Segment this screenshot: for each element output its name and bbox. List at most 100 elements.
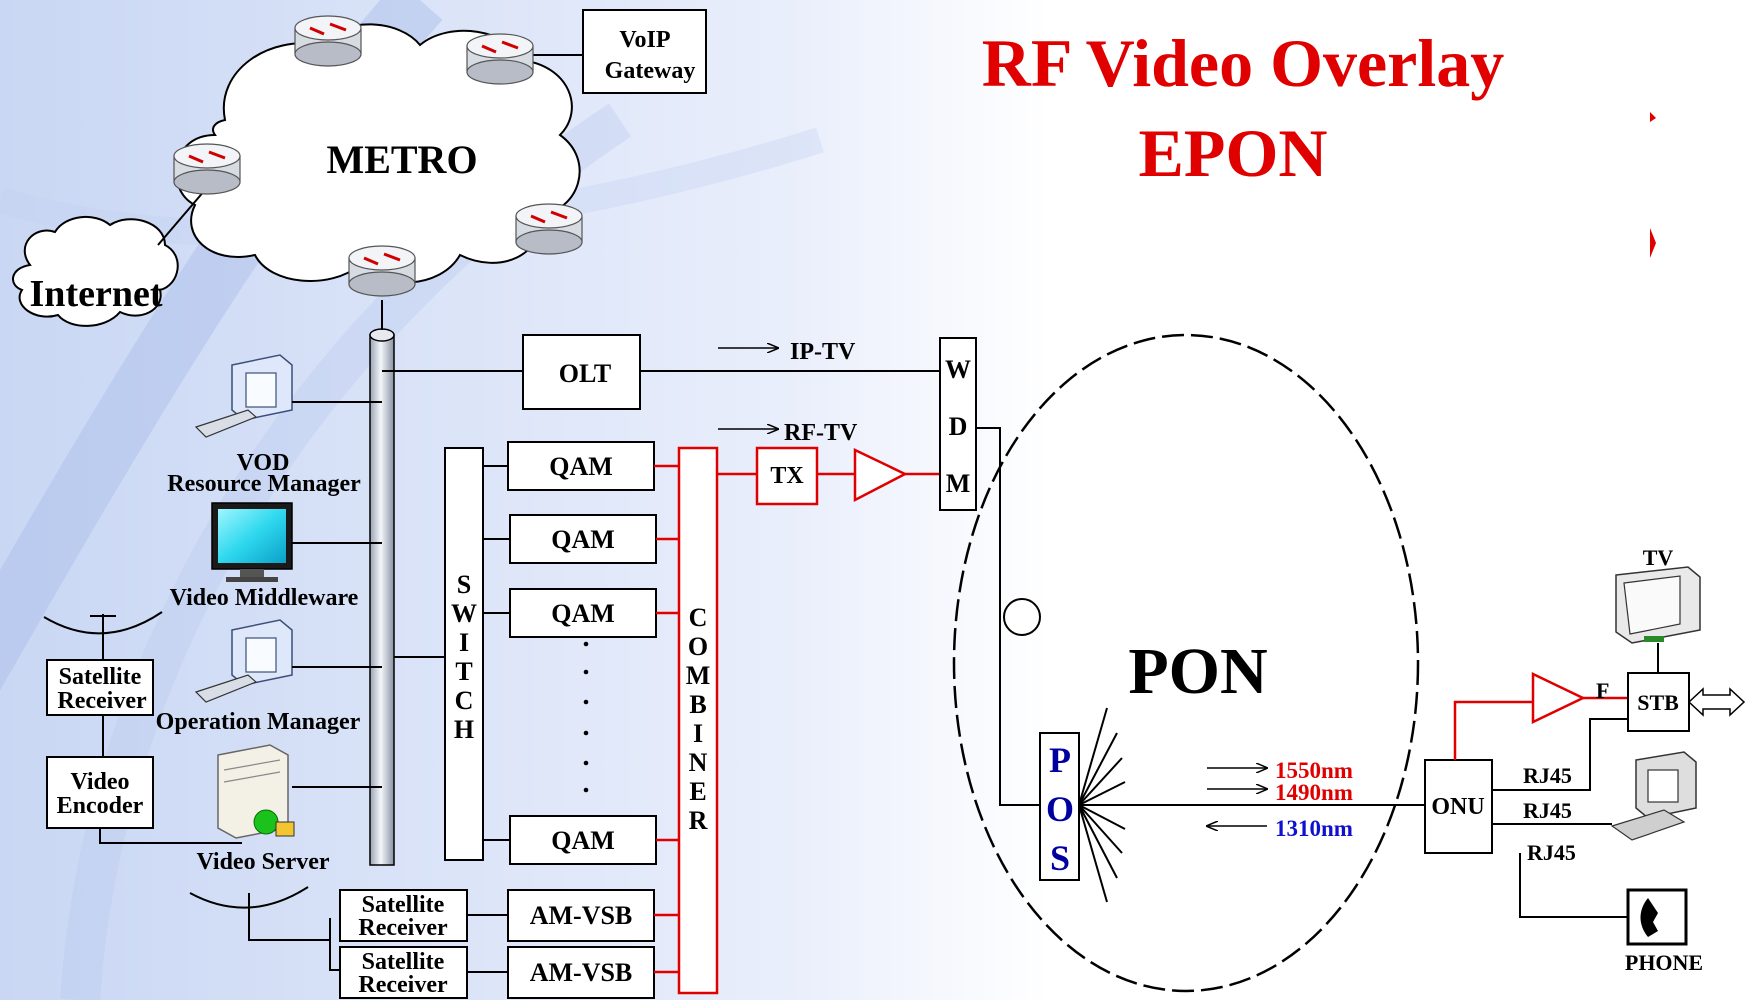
videoserver-label: Video Server — [196, 849, 329, 875]
pos-fan-line — [1078, 804, 1108, 903]
voip-gateway-label-1: VoIP — [619, 27, 670, 53]
pos-fan-line — [1078, 804, 1126, 830]
combiner-box — [677, 446, 719, 995]
satellite-receiver-label-1: Satellite — [362, 949, 445, 975]
end-devices — [1610, 566, 1701, 946]
olt-box — [522, 334, 641, 410]
rf-amplifier-icon — [1531, 672, 1586, 724]
router-top — [515, 203, 583, 229]
metro-label: METRO — [326, 137, 477, 182]
pon-boundary — [952, 333, 1420, 993]
label-1310nm: 1310nm — [1275, 816, 1353, 841]
router-icon — [294, 15, 362, 67]
router-icon — [466, 33, 534, 85]
vod-computer-icon — [194, 354, 293, 438]
tx-label: TX — [770, 463, 804, 489]
wdm-label: WDM — [945, 355, 971, 498]
tx-box — [755, 446, 819, 506]
phone-frame — [1626, 888, 1688, 946]
wdm-letter: M — [946, 469, 971, 498]
routers — [173, 15, 583, 297]
monitor-screen — [218, 509, 286, 563]
pos-label: POS — [1046, 740, 1074, 878]
vod-label-1: VOD — [237, 450, 290, 476]
combiner-letter: C — [689, 603, 708, 632]
router-arrows — [481, 40, 519, 54]
phone-icon — [1626, 888, 1688, 946]
pos-fan-line — [1078, 781, 1126, 806]
combiner-letter: B — [689, 690, 706, 719]
pos-letter: O — [1046, 789, 1074, 829]
pos-fan-line — [1078, 804, 1118, 879]
video-encoder-label-1: Video — [70, 769, 129, 795]
decor-arrow-mark — [1650, 228, 1656, 258]
label-1550nm: 1550nm — [1275, 758, 1353, 783]
router-arrows — [309, 22, 347, 36]
qam-box — [509, 514, 657, 564]
internet-label: Internet — [30, 273, 163, 315]
voip-gateway-label-2: Gateway — [605, 58, 696, 84]
satellite-receiver-box — [46, 659, 154, 716]
pos-letter: S — [1050, 838, 1070, 878]
combiner-letter: O — [688, 632, 708, 661]
phone-label: PHONE — [1625, 950, 1703, 975]
f-connector-label: F — [1596, 678, 1609, 703]
pos-fan-line — [1078, 732, 1118, 806]
router-icon — [348, 245, 416, 297]
link-dish-satrx — [329, 918, 340, 971]
olt-label: OLT — [559, 359, 612, 388]
satellite-receiver-label-1: Satellite — [59, 664, 142, 690]
rj45-label-1: RJ45 — [1523, 763, 1572, 788]
router-arrows — [363, 252, 401, 266]
switch-letter: I — [459, 628, 469, 657]
double-arrow-icon — [1687, 687, 1746, 717]
satellite-receiver-box — [339, 946, 468, 999]
qam-ellipsis — [583, 641, 589, 793]
qam-label: QAM — [551, 599, 615, 628]
link-internet-router — [157, 189, 206, 246]
router-icon — [515, 203, 583, 255]
keyboard-icon — [194, 409, 258, 438]
video-encoder-label-2: Encoder — [57, 793, 144, 819]
router-top — [348, 245, 416, 271]
keyboard-icon — [194, 674, 258, 703]
amvsb-box — [507, 946, 655, 999]
middleware-label: Video Middleware — [170, 585, 359, 611]
pos-letter: P — [1049, 740, 1071, 780]
pc-screen — [1647, 769, 1679, 803]
title-line-2: EPON — [1139, 115, 1328, 191]
computer-screen — [245, 637, 277, 673]
qam-label: QAM — [549, 452, 613, 481]
title-line-1: RF Video Overlay — [982, 25, 1505, 101]
ellipsis-dot — [583, 669, 589, 675]
router-icon — [173, 143, 241, 195]
rj45-label-3: RJ45 — [1527, 840, 1576, 865]
switch-box — [444, 447, 484, 861]
switch-letter: H — [454, 715, 474, 744]
servers — [194, 354, 295, 839]
qam-box — [509, 815, 657, 865]
amvsb-label: AM-VSB — [530, 901, 633, 930]
server-badge-icon — [275, 821, 295, 837]
pc-keyboard — [1610, 809, 1686, 841]
wdm-letter: W — [945, 355, 971, 384]
vod-label-2: Resource Manager — [167, 471, 361, 497]
pos-splitter-box — [1039, 732, 1080, 881]
switch-letter: T — [455, 657, 472, 686]
tv-icon — [1615, 566, 1701, 644]
router-top — [466, 33, 534, 59]
link-onu-stb-rj45 — [1492, 718, 1628, 791]
video-server-icon — [217, 744, 295, 839]
router-top — [173, 143, 241, 169]
qam-label: QAM — [551, 826, 615, 855]
satellite-receiver-label-1: Satellite — [362, 892, 445, 918]
satellite-receiver-label-2: Receiver — [358, 915, 448, 941]
link-onu-phone-rj45 — [1519, 853, 1628, 918]
tv-screen — [1623, 575, 1681, 635]
voip-gateway-box — [582, 9, 707, 94]
switch-letter: C — [455, 686, 474, 715]
